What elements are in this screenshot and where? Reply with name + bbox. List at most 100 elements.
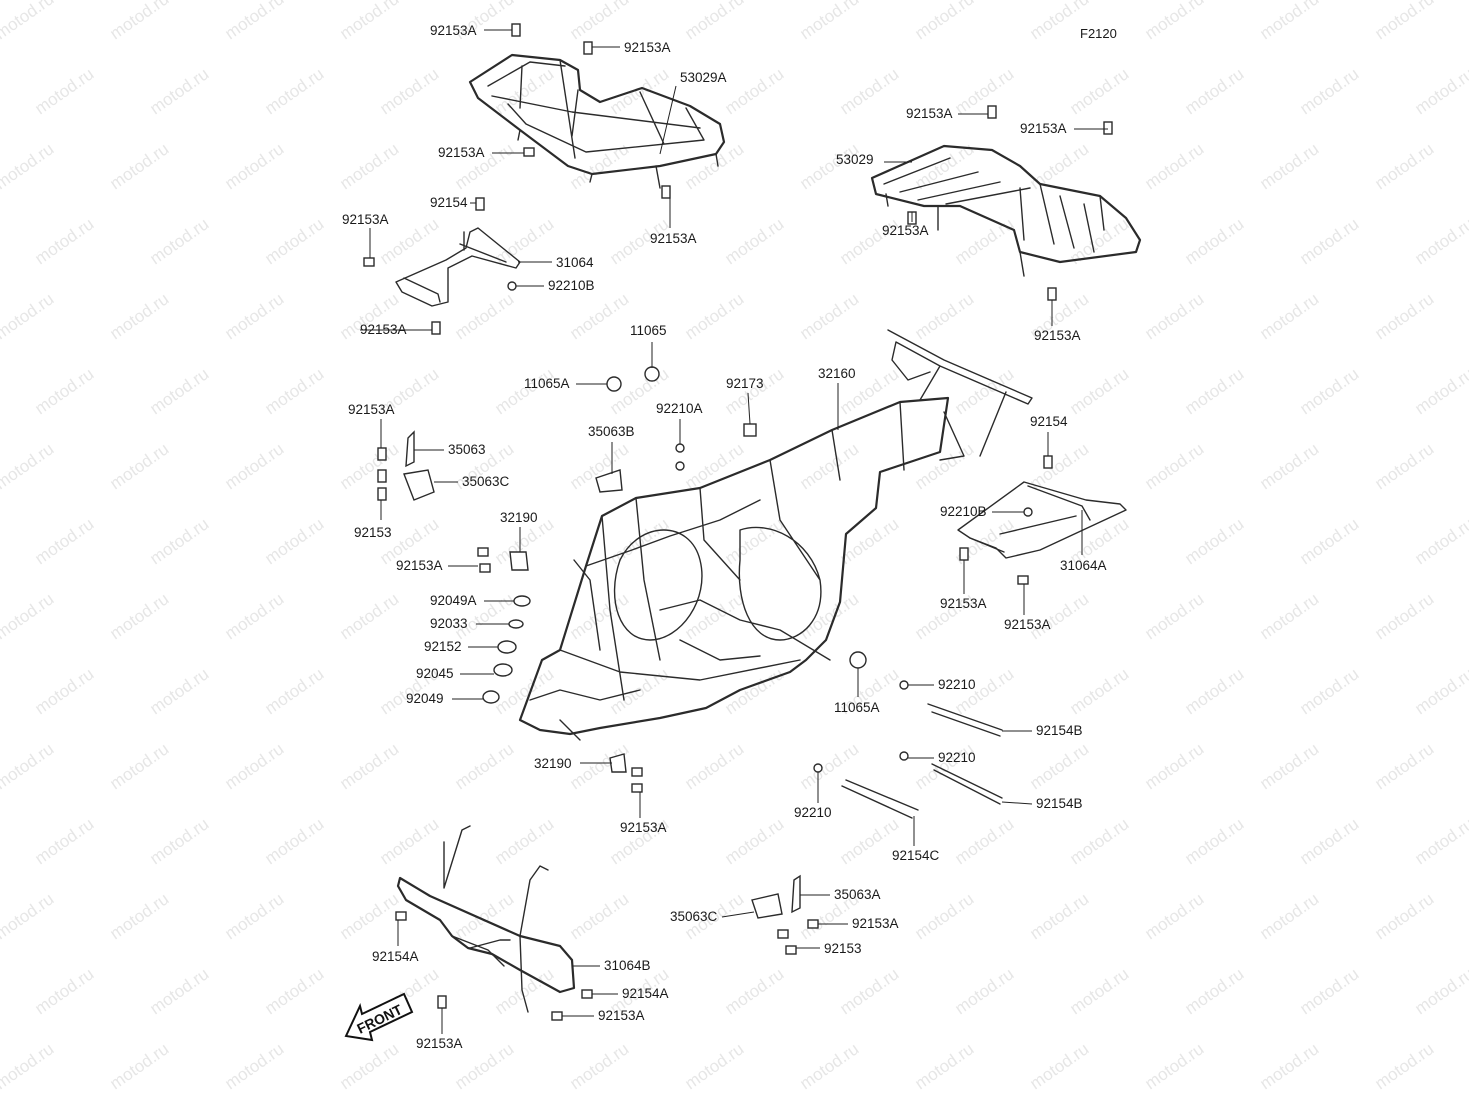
part-label-92153a: 92153A [360, 322, 407, 337]
watermark-text: motod.ru [1181, 64, 1247, 118]
watermark-text: motod.ru [1371, 0, 1437, 43]
watermark-text: motod.ru [1066, 664, 1132, 718]
watermark-text: motod.ru [911, 1039, 977, 1093]
watermark-text: motod.ru [491, 814, 557, 868]
watermark-text: motod.ru [221, 139, 287, 193]
watermark-text: motod.ru [1256, 139, 1322, 193]
watermark-text: motod.ru [1141, 439, 1207, 493]
watermark-text: motod.ru [1141, 0, 1207, 43]
watermark-text: motod.ru [1181, 664, 1247, 718]
watermark-text: motod.ru [566, 889, 632, 943]
front-rack-bracket [395, 227, 521, 307]
watermark-text: motod.ru [106, 0, 172, 43]
part-label-53029a: 53029A [680, 70, 727, 85]
part-label-92153a: 92153A [430, 23, 477, 38]
part-label-92154a: 92154A [372, 949, 419, 964]
watermark-text: motod.ru [336, 139, 402, 193]
watermark-text: motod.ru [606, 64, 672, 118]
part-label-92153a: 92153A [620, 820, 667, 835]
part-label-92153a: 92153A [882, 223, 929, 238]
part-label-35063a: 35063A [834, 887, 881, 902]
watermark-text: motod.ru [721, 364, 787, 418]
watermark-text: motod.ru [0, 739, 57, 793]
watermark-text: motod.ru [336, 889, 402, 943]
part-label-92173: 92173 [726, 376, 764, 391]
watermark-text: motod.ru [451, 289, 517, 343]
leader-lines [360, 29, 1108, 1034]
watermark-text: motod.ru [1066, 64, 1132, 118]
watermark-text: motod.ru [0, 889, 57, 943]
watermark-text: motod.ru [1371, 289, 1437, 343]
part-label-11065a: 11065A [834, 700, 880, 715]
part-label-92210b: 92210B [940, 504, 987, 519]
watermark-text: motod.ru [106, 1039, 172, 1093]
watermark-text: motod.ru [491, 64, 557, 118]
part-label-32160: 32160 [818, 366, 856, 381]
watermark-text: motod.ru [146, 814, 212, 868]
watermark-text: motod.ru [1296, 964, 1362, 1018]
watermark-text: motod.ru [261, 214, 327, 268]
watermark-text: motod.ru [1411, 814, 1469, 868]
part-label-92153a: 92153A [1004, 617, 1051, 632]
watermark-text: motod.ru [336, 739, 402, 793]
watermark-text: motod.ru [451, 889, 517, 943]
watermark-text: motod.ru [606, 664, 672, 718]
watermark-text: motod.ru [336, 439, 402, 493]
watermark-text: motod.ru [721, 214, 787, 268]
watermark-text: motod.ru [0, 289, 57, 343]
part-label-92153a: 92153A [624, 40, 671, 55]
watermark-text: motod.ru [31, 664, 97, 718]
watermark-text: motod.ru [1411, 64, 1469, 118]
tie-rod-lower [841, 779, 919, 819]
part-label-92153: 92153 [354, 525, 392, 540]
watermark-text: motod.ru [146, 64, 212, 118]
watermark-text: motod.ru [1371, 889, 1437, 943]
watermark-text: motod.ru [1181, 514, 1247, 568]
part-label-31064a: 31064A [1060, 558, 1107, 573]
watermark-text: motod.ru [1296, 64, 1362, 118]
watermark-text: motod.ru [796, 589, 862, 643]
rear-rack-bracket [957, 481, 1127, 559]
watermark-text: motod.ru [796, 439, 862, 493]
part-label-32190: 32190 [534, 756, 572, 771]
watermark-text: motod.ru [106, 739, 172, 793]
watermark-text: motod.ru [1371, 589, 1437, 643]
part-label-92033: 92033 [430, 616, 468, 631]
watermark-text: motod.ru [681, 1039, 747, 1093]
part-label-92152: 92152 [424, 639, 462, 654]
watermark-text: motod.ru [376, 64, 442, 118]
watermark-text: motod.ru [0, 0, 57, 43]
part-label-92154b: 92154B [1036, 723, 1083, 738]
watermark-text: motod.ru [0, 139, 57, 193]
watermark-text: motod.ru [31, 64, 97, 118]
part-callouts: 92153A92153A53029A92153A9215492153A31064… [342, 23, 1107, 1051]
watermark-text: motod.ru [1256, 0, 1322, 43]
part-label-92153a: 92153A [940, 596, 987, 611]
watermark-text: motod.ru [261, 64, 327, 118]
watermark-text: motod.ru [221, 889, 287, 943]
watermark-text: motod.ru [1371, 739, 1437, 793]
part-label-92153a: 92153A [906, 106, 953, 121]
part-label-92154c: 92154C [892, 848, 940, 863]
watermark-text: motod.ru [836, 64, 902, 118]
part-label-92153a: 92153A [416, 1036, 463, 1051]
watermark-text: motod.ru [106, 289, 172, 343]
watermark-text: motod.ru [376, 814, 442, 868]
watermark-text: motod.ru [911, 0, 977, 43]
watermark-text: motod.ru [911, 889, 977, 943]
watermark-text: motod.ru [221, 289, 287, 343]
part-label-92153a: 92153A [348, 402, 395, 417]
part-label-92210: 92210 [938, 750, 976, 765]
figure-code: F2120 [1080, 26, 1117, 41]
watermark-text: motod.ru [1411, 364, 1469, 418]
watermark-text: motod.ru [451, 739, 517, 793]
watermark-text: motod.ru [1181, 364, 1247, 418]
leader-line [659, 85, 677, 155]
watermark-text: motod.ru [146, 514, 212, 568]
watermark-text: motod.ru [1141, 1039, 1207, 1093]
watermark-text: motod.ru [336, 0, 402, 43]
watermark-text: motod.ru [146, 664, 212, 718]
part-label-11065: 11065 [630, 323, 667, 338]
watermark-text: motod.ru [1141, 889, 1207, 943]
part-label-92153a: 92153A [598, 1008, 645, 1023]
